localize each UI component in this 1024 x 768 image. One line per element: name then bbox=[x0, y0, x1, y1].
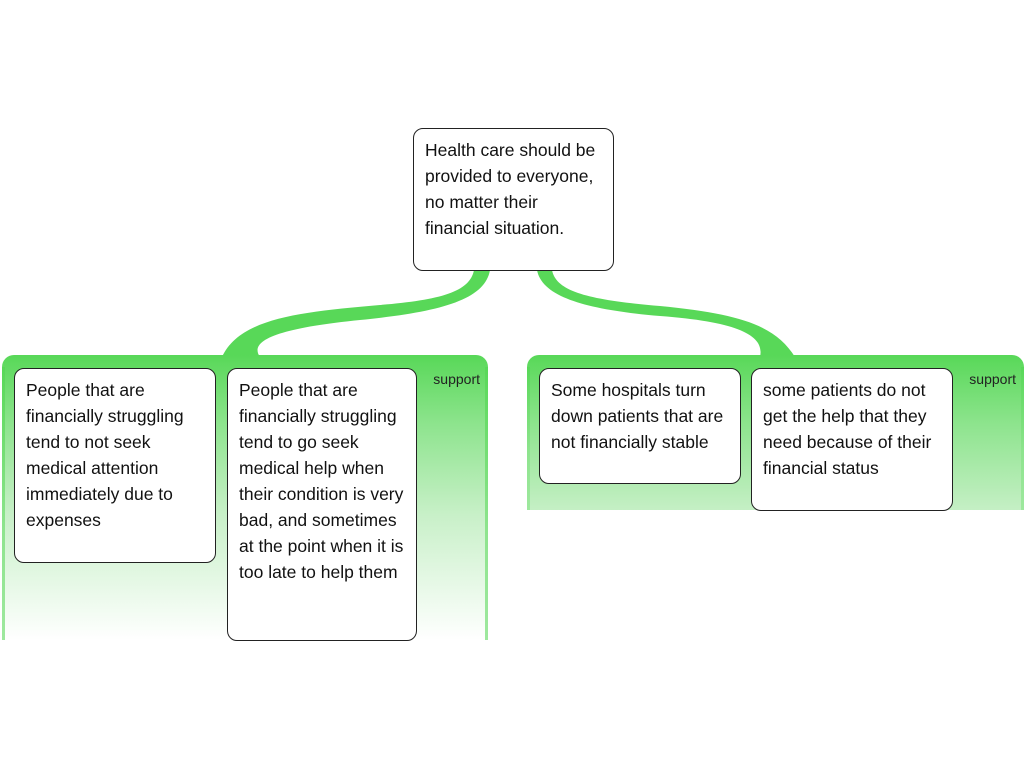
premise-text: People that are financially struggling t… bbox=[26, 380, 184, 530]
relation-label-support: support bbox=[433, 371, 480, 387]
relation-label-support: support bbox=[969, 371, 1016, 387]
premise-node[interactable]: People that are financially struggling t… bbox=[227, 368, 417, 641]
premise-text: People that are financially struggling t… bbox=[239, 380, 404, 582]
connector-right-support bbox=[537, 270, 795, 357]
claim-text: Health care should be provided to everyo… bbox=[425, 140, 596, 238]
premise-node[interactable]: People that are financially struggling t… bbox=[14, 368, 216, 563]
premise-text: some patients do not get the help that t… bbox=[763, 380, 932, 478]
claim-node-root[interactable]: Health care should be provided to everyo… bbox=[413, 128, 614, 271]
premise-node[interactable]: some patients do not get the help that t… bbox=[751, 368, 953, 511]
connector-left-support bbox=[222, 270, 490, 357]
premise-text: Some hospitals turn down patients that a… bbox=[551, 380, 724, 452]
premise-node[interactable]: Some hospitals turn down patients that a… bbox=[539, 368, 741, 484]
